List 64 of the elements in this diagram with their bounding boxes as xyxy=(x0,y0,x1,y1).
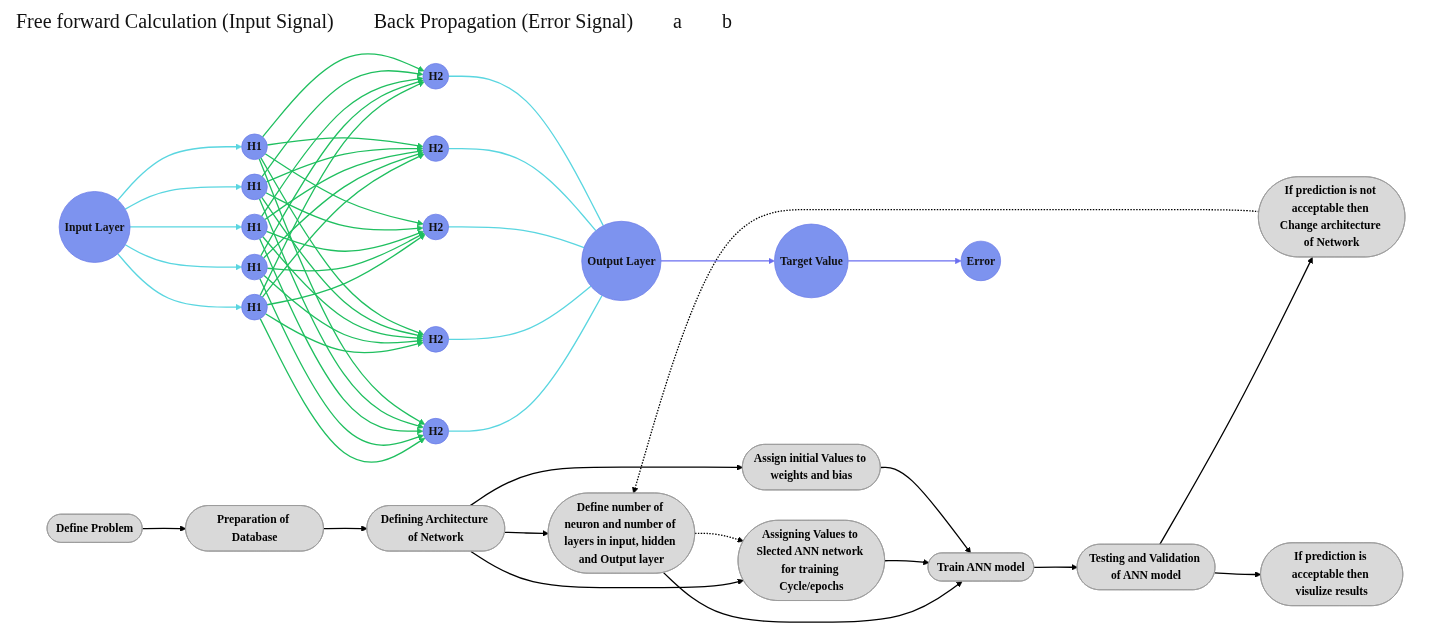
node-circle: H2 xyxy=(422,62,449,89)
arrow xyxy=(259,277,424,446)
arrow xyxy=(470,550,744,588)
arrow xyxy=(258,197,424,429)
arrow xyxy=(261,196,424,338)
node-circle: H2 xyxy=(422,417,449,444)
arrow xyxy=(694,532,744,543)
arrow xyxy=(265,230,425,252)
arrow xyxy=(1159,256,1313,545)
arrow xyxy=(469,463,744,507)
arrow xyxy=(124,183,242,210)
arrow xyxy=(129,223,242,230)
arrow xyxy=(884,558,930,565)
arrow xyxy=(117,252,242,310)
arrow xyxy=(262,150,424,259)
node-circle: H2 xyxy=(422,325,449,352)
node-circle: H2 xyxy=(422,134,449,162)
arrow xyxy=(266,232,425,272)
note-text: Free forward Calculation (Input Signal) xyxy=(16,10,334,34)
arrow xyxy=(261,52,425,137)
arrow xyxy=(1214,570,1262,578)
arrow xyxy=(260,75,424,217)
note-text: b xyxy=(721,10,732,34)
arrow xyxy=(259,237,424,434)
node-circle: H1 xyxy=(241,213,268,240)
arrow xyxy=(261,69,424,177)
arrow xyxy=(124,243,242,270)
arrow xyxy=(265,191,424,231)
node-circle: Target Value xyxy=(774,223,849,298)
node-circle: H1 xyxy=(241,293,268,320)
arrow xyxy=(259,80,425,296)
arrow xyxy=(266,136,424,149)
arrow xyxy=(117,143,242,201)
arrow xyxy=(266,233,426,305)
arrow xyxy=(263,274,424,344)
arrow xyxy=(504,529,549,537)
arrow xyxy=(260,156,425,336)
connector xyxy=(447,294,603,432)
node-circle: H2 xyxy=(422,213,449,240)
arrow xyxy=(258,157,426,425)
note-text: Back Propagation (Error Signal) xyxy=(373,10,634,34)
arrow xyxy=(323,524,368,532)
arrow xyxy=(847,257,962,264)
node-circle: Input Layer xyxy=(58,190,131,263)
node-circle: H1 xyxy=(241,173,268,200)
connector xyxy=(447,147,597,231)
arrow xyxy=(260,78,424,256)
node-circle: H1 xyxy=(241,253,268,280)
arrow xyxy=(1033,563,1078,570)
arrow xyxy=(264,312,424,353)
node-circle: H1 xyxy=(241,133,268,160)
connector xyxy=(447,225,585,248)
node-circle: Output Layer xyxy=(581,220,662,301)
arrow xyxy=(880,466,971,554)
arrow xyxy=(141,524,187,532)
connector xyxy=(447,75,604,226)
arrow xyxy=(662,571,963,623)
note-text: a xyxy=(673,10,682,34)
connector xyxy=(447,285,592,340)
arrow xyxy=(261,153,425,298)
arrow xyxy=(660,257,775,264)
node-circle: Error xyxy=(960,240,1001,281)
arrow xyxy=(259,317,426,463)
arrow xyxy=(262,235,424,341)
